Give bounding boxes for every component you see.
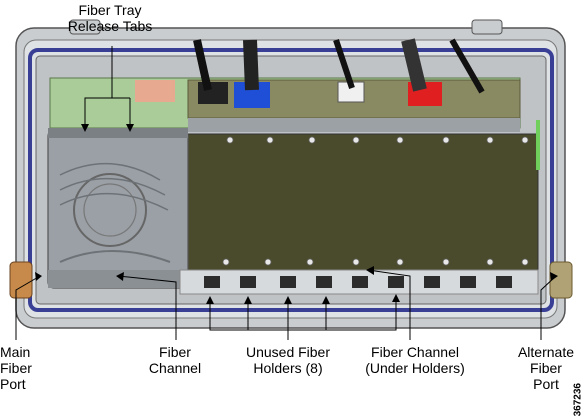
label-line: Holders (8)	[253, 360, 323, 376]
label-main-fiber-port: Main Fiber Port	[0, 344, 36, 392]
label-line: (Under Holders)	[365, 360, 465, 376]
tray-top-bar	[48, 128, 188, 138]
black-connector	[198, 82, 228, 104]
label-line: Port	[533, 376, 559, 392]
label-line: Unused Fiber	[245, 344, 331, 360]
cable	[333, 39, 355, 89]
cable	[193, 39, 212, 91]
label-line: Main	[0, 344, 31, 360]
rail	[188, 118, 520, 132]
fiber-holders	[204, 276, 512, 288]
screws	[222, 136, 529, 266]
label-line: Fiber	[0, 360, 32, 376]
cable	[401, 38, 427, 92]
label-line: Port	[0, 376, 26, 392]
side-indicator	[536, 120, 540, 170]
tray-spool	[73, 173, 147, 247]
alternate-fiber-port-body	[549, 261, 573, 299]
label-line: Fiber Channel	[371, 344, 459, 360]
leader-lines	[15, 46, 557, 340]
cable	[449, 38, 485, 94]
label-line: Alternate	[517, 344, 575, 360]
tray-fiber-channel-curve	[59, 250, 171, 263]
label-fiber-channel: Fiber Channel	[140, 344, 210, 376]
label-unused-fiber-holders: Unused Fiber Holders (8)	[243, 344, 333, 376]
label-line: Channel	[148, 360, 202, 376]
pcb-pink-area	[135, 80, 175, 102]
figure-number: 367236	[572, 383, 583, 416]
label-fiber-channel-under-holders: Fiber Channel (Under Holders)	[360, 344, 470, 376]
tray-fiber-paths	[59, 162, 169, 211]
mount-tab	[471, 19, 503, 35]
tray-bottom-lip	[48, 270, 188, 288]
label-alternate-fiber-port: Alternate Fiber Port	[516, 344, 576, 392]
tray-spool-inner	[83, 183, 137, 237]
label-line: Fiber	[530, 360, 562, 376]
label-line: Release Tabs	[67, 18, 153, 34]
mount-tab	[69, 19, 101, 35]
label-line: Fiber	[159, 344, 191, 360]
label-line: Fiber Tray	[78, 2, 142, 18]
arrow-heads	[35, 124, 558, 304]
main-board	[185, 133, 539, 271]
cable	[243, 39, 259, 91]
main-fiber-port-body	[9, 261, 33, 299]
label-fiber-tray-release-tabs: Fiber Tray Release Tabs	[60, 2, 160, 34]
gasket	[28, 48, 554, 312]
